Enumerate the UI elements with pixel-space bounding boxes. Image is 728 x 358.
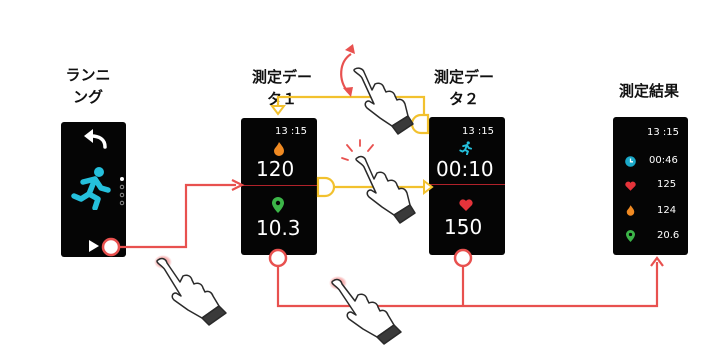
hand-pointer-icon <box>355 155 416 224</box>
label-running: ランニ ング <box>60 64 116 108</box>
label-data-2-line1: 測定デー <box>433 68 494 86</box>
back-arrow-icon[interactable] <box>81 128 109 150</box>
watch-screen-data-2: 13 :15 00:10 150 <box>429 117 505 255</box>
hand-pointer-icon <box>331 278 402 345</box>
label-data-2-line2: タ２ <box>448 90 479 108</box>
result-heart-rate: 125 <box>657 179 677 190</box>
flow-data-to-results <box>268 248 664 308</box>
location-icon <box>272 197 284 213</box>
watch-screen-running <box>61 122 126 257</box>
fire-icon <box>626 205 635 216</box>
label-running-line2: ング <box>72 88 103 106</box>
watch-screen-data-1: 13 :15 120 10.3 <box>241 118 317 255</box>
label-data-1-line2: タ１ <box>266 90 297 108</box>
heart-icon <box>625 181 636 191</box>
divider <box>241 185 317 186</box>
result-duration: 00:46 <box>649 155 678 166</box>
distance-value: 10.3 <box>256 216 301 240</box>
running-icon <box>71 167 111 210</box>
label-running-line1: ランニ <box>65 66 111 84</box>
label-results-line1: 測定結果 <box>618 82 679 100</box>
watch-time: 13 :15 <box>275 126 307 137</box>
watch-screen-results: 13 :15 00:46 125 124 20.6 <box>613 117 688 255</box>
result-calories: 124 <box>657 205 677 216</box>
clock-icon <box>625 156 636 167</box>
hand-pointer-icon <box>156 257 227 326</box>
heart-rate-value: 150 <box>444 215 483 239</box>
watch-time: 13 :15 <box>462 126 494 137</box>
calories-value: 120 <box>256 157 295 181</box>
swipe-arrow-icon <box>340 44 355 97</box>
result-distance: 20.6 <box>657 230 680 241</box>
label-results: 測定結果 <box>606 80 692 102</box>
label-data-1: 測定デー タ１ <box>238 66 326 110</box>
page-indicator-icon <box>119 177 125 206</box>
play-icon[interactable] <box>88 239 100 253</box>
hand-pointer-icon <box>353 67 414 135</box>
label-data-2: 測定デー タ２ <box>420 66 508 110</box>
duration-value: 00:10 <box>436 157 494 181</box>
flow-start-to-data-1 <box>101 179 245 257</box>
fire-icon <box>274 142 284 156</box>
watch-time: 13 :15 <box>647 127 679 138</box>
running-icon <box>459 141 473 155</box>
location-icon <box>626 230 635 242</box>
label-data-1-line1: 測定デー <box>251 68 312 86</box>
heart-icon <box>459 199 473 211</box>
divider <box>429 184 505 185</box>
tap-burst-icon <box>341 139 374 161</box>
